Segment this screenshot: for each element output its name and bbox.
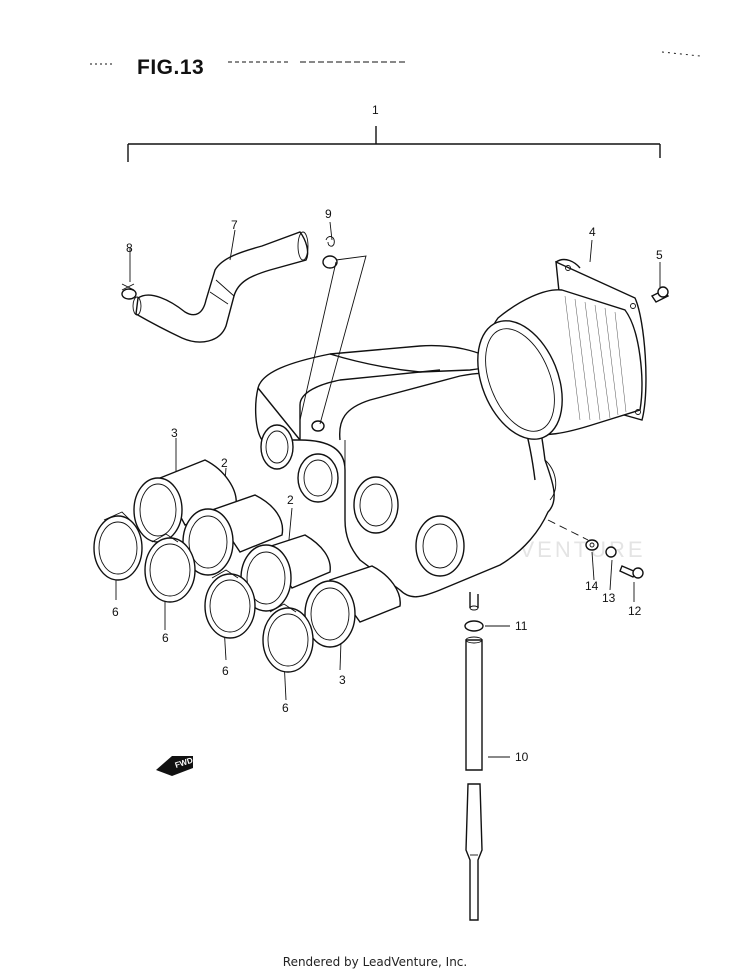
callout-7: 7	[231, 218, 238, 232]
header-dashes	[90, 51, 701, 65]
filter-element	[477, 258, 647, 440]
washer-13	[605, 546, 617, 558]
callout-3b: 3	[339, 673, 346, 687]
callout-1: 1	[372, 103, 379, 117]
footer-credit: Rendered by LeadVenture, Inc.	[282, 955, 468, 969]
figure-title: FIG.13	[137, 56, 205, 79]
drain-hose	[464, 620, 484, 921]
callout-8: 8	[126, 241, 133, 255]
hose-clip-9	[322, 236, 338, 269]
fwd-arrow: FWD	[156, 756, 194, 776]
callout-2a: 2	[221, 456, 228, 470]
callout-6b: 6	[162, 631, 169, 645]
callout-10: 10	[515, 750, 529, 764]
screw-5	[650, 286, 670, 303]
callout-4: 4	[589, 225, 596, 239]
air-cleaner-case	[254, 344, 557, 611]
callout-9: 9	[325, 207, 332, 221]
callout-5: 5	[656, 248, 663, 262]
screw-12	[619, 565, 644, 579]
callout-6c: 6	[222, 664, 229, 678]
callout-6a: 6	[112, 605, 119, 619]
callout-12: 12	[628, 604, 642, 618]
callout-13: 13	[602, 591, 616, 605]
callout-6d: 6	[282, 701, 289, 715]
hose-clip-8	[121, 283, 137, 300]
clamps	[93, 511, 314, 673]
assembly-bracket	[127, 126, 661, 162]
callout-11: 11	[515, 619, 528, 633]
washer-14	[585, 539, 599, 551]
callout-3a: 3	[171, 426, 178, 440]
callout-14: 14	[585, 579, 599, 593]
breather-hose	[132, 231, 309, 343]
callout-2b: 2	[287, 493, 294, 507]
